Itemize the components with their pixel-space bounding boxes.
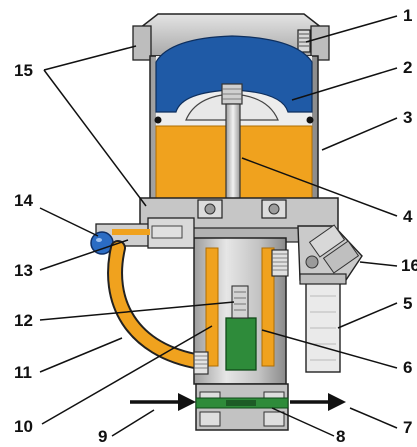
callout-1: 1 bbox=[403, 6, 413, 25]
relief-valve bbox=[297, 224, 363, 281]
cap-flange-left bbox=[132, 25, 152, 61]
callout-6: 6 bbox=[403, 358, 413, 377]
callout-8: 8 bbox=[336, 427, 346, 446]
inlet-fitting bbox=[90, 217, 195, 255]
callout-4: 4 bbox=[403, 207, 413, 226]
callout-12: 12 bbox=[14, 311, 33, 330]
leader-lines bbox=[39, 15, 398, 437]
callout-14: 14 bbox=[14, 191, 33, 210]
callout-5: 5 bbox=[403, 294, 413, 313]
filter-element bbox=[225, 317, 257, 371]
callout-11: 11 bbox=[14, 363, 32, 382]
callout-9: 9 bbox=[98, 427, 108, 446]
lower-body bbox=[193, 237, 289, 385]
callout-16: 16 bbox=[401, 256, 417, 275]
callout-3: 3 bbox=[403, 108, 413, 127]
diaphragm-membrane bbox=[155, 35, 313, 113]
callout-13: 13 bbox=[14, 261, 33, 280]
callout-7: 7 bbox=[403, 418, 413, 437]
cap-flange-right bbox=[310, 25, 330, 61]
callout-15: 15 bbox=[14, 61, 33, 80]
base-block bbox=[195, 383, 289, 431]
callout-2: 2 bbox=[403, 58, 413, 77]
oring-right bbox=[306, 116, 314, 124]
check-valve bbox=[231, 285, 249, 319]
callout-10: 10 bbox=[14, 417, 33, 436]
reservoir bbox=[305, 279, 341, 373]
flow-arrows bbox=[130, 393, 346, 411]
oring-left bbox=[154, 116, 162, 124]
